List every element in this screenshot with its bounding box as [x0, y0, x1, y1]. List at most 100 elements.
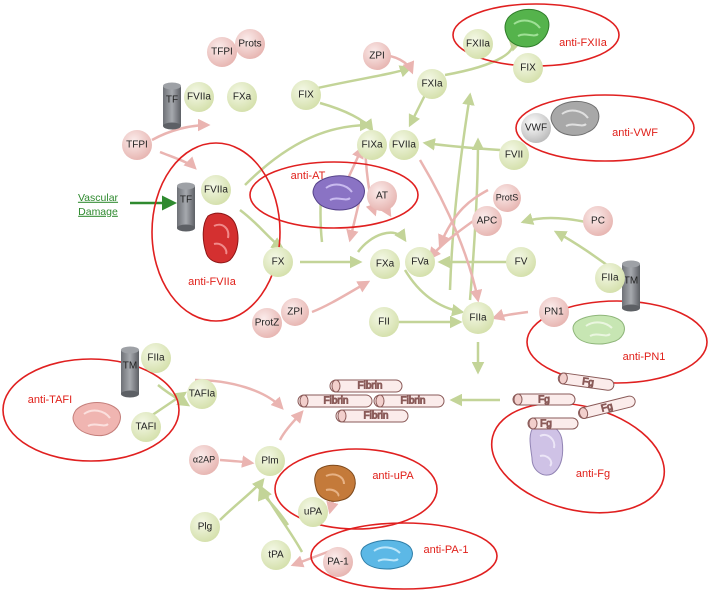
node-fxiia: FXIIa — [463, 29, 493, 59]
protein-structure-purple-icon — [312, 175, 365, 211]
node-tafi-label: TAFI — [136, 422, 157, 433]
node-fx-label: FX — [272, 257, 285, 268]
node-zpi-top-label: ZPI — [369, 51, 385, 62]
node-fvii: FVII — [499, 140, 529, 170]
fibrin-label-4: Fibrin — [363, 411, 388, 422]
node-zpi-bottom-label: ZPI — [287, 307, 303, 318]
node-apc-label: APC — [477, 216, 498, 227]
node-tm-right-label: TM — [624, 276, 638, 287]
node-tf-mid-label: TF — [180, 195, 192, 206]
node-plg: Plg — [190, 512, 220, 542]
activation-arrows — [144, 38, 626, 553]
node-fix-left: FIX — [291, 80, 321, 110]
protein-structure-icons — [72, 9, 625, 570]
node-fiia-left-label: FIIa — [147, 353, 165, 364]
node-tafia-label: TAFIa — [189, 389, 216, 400]
node-fxa-top: FXa — [227, 82, 257, 112]
node-fii: FII — [369, 307, 399, 337]
node-fxa-top-label: FXa — [233, 92, 252, 103]
node-plg-label: Plg — [198, 522, 212, 533]
tm-receptor-left: TM — [121, 346, 139, 398]
node-zpi-bottom: ZPI — [281, 298, 309, 326]
node-fix-right-label: FIX — [520, 63, 536, 74]
fibrin-label-1: Fibrin — [357, 381, 382, 392]
node-fix-left-label: FIX — [298, 90, 314, 101]
node-fxiia-label: FXIIa — [466, 39, 490, 50]
factor-nodes: TFPI Prots FVIIa FXa TFPI FVIIa ZPI FXIa… — [122, 29, 625, 577]
node-pc-label: PC — [591, 216, 605, 227]
node-fiia-center-label: FIIa — [469, 313, 487, 324]
node-fvii-label: FVII — [505, 150, 523, 161]
node-apc: APC — [472, 206, 502, 236]
node-vwf: VWF — [521, 113, 551, 143]
node-at-label: AT — [376, 191, 388, 202]
ring-anti-pn1 — [526, 300, 708, 384]
antibody-labels: anti-FXIIa anti-VWF anti-AT anti-FVIIa a… — [28, 37, 666, 556]
ring-anti-pa1 — [310, 522, 498, 590]
anti-vwf-label: anti-VWF — [612, 127, 658, 139]
node-fviia-top-label: FVIIa — [187, 92, 211, 103]
membrane-receptors: TF TF TM TM — [121, 82, 640, 398]
node-fixa: FIXa — [357, 130, 387, 160]
protein-structure-gray-icon — [550, 101, 600, 136]
protein-structure-red-icon — [202, 212, 239, 264]
protein-structure-pink-icon — [72, 402, 121, 437]
anti-pn1-label: anti-PN1 — [623, 351, 666, 363]
node-tfpi-left: TFPI — [122, 130, 152, 160]
node-tpa-label: tPA — [268, 550, 284, 561]
node-tf-top-label: TF — [166, 95, 178, 106]
protein-structure-brown-icon — [314, 464, 356, 502]
node-tfpi-top-label: TFPI — [211, 47, 233, 58]
node-pa1-label: PA-1 — [327, 557, 349, 568]
node-fxa-label: FXa — [376, 259, 395, 270]
node-fii-label: FII — [378, 317, 390, 328]
fibrin-rod-4: Fibrin — [335, 409, 409, 423]
node-prots-top: Prots — [235, 29, 265, 59]
node-fviia-top: FVIIa — [184, 82, 214, 112]
anti-fxiia-label: anti-FXIIa — [559, 37, 608, 49]
fibrinogen-rod-1: Fg — [557, 372, 615, 391]
node-pn1: PN1 — [539, 297, 569, 327]
node-prots-top-label: Prots — [238, 39, 261, 50]
node-pc: PC — [583, 206, 613, 236]
node-fiia-left: FIIa — [141, 343, 171, 373]
node-fiia-right-label: FIIa — [601, 273, 619, 284]
node-tafia: TAFIa — [187, 379, 217, 409]
node-a2ap-label: α2AP — [193, 454, 215, 464]
fibrinogen-rods: Fg Fg Fg Fg — [512, 372, 636, 430]
node-fva-label: FVa — [411, 257, 429, 268]
antibody-rings — [2, 3, 708, 590]
vascular-damage-label-line2: Damage — [78, 206, 118, 218]
protein-structure-green-icon — [504, 9, 550, 48]
tm-receptor-right: TM — [622, 260, 640, 312]
fibrin-rod-2: Fibrin — [297, 394, 373, 408]
anti-upa-label: anti-uPA — [372, 470, 414, 482]
node-fx: FX — [263, 247, 293, 277]
vascular-damage-label-line1: Vascular — [78, 192, 119, 204]
ring-anti-vwf — [515, 94, 695, 162]
fibrin-rod-3: Fibrin — [373, 394, 445, 408]
node-plm: Plm — [255, 446, 285, 476]
node-prots-label: ProtS — [496, 192, 519, 202]
ring-anti-fviia — [151, 142, 281, 322]
node-fxa: FXa — [370, 249, 400, 279]
node-fviia-mid: FVIIa — [201, 175, 231, 205]
anti-tafi-label: anti-TAFI — [28, 394, 72, 406]
node-fv: FV — [506, 247, 536, 277]
node-fxia-label: FXIa — [421, 79, 443, 90]
node-upa: uPA — [298, 497, 328, 527]
node-at: AT — [367, 181, 397, 211]
vascular-damage: Vascular Damage — [78, 192, 177, 218]
fibrinogen-rod-2: Fg — [512, 393, 576, 406]
anti-at-label: anti-AT — [291, 170, 326, 182]
node-fixa-label: FIXa — [361, 140, 383, 151]
node-pn1-label: PN1 — [544, 307, 564, 318]
fibrin-label-3: Fibrin — [400, 396, 425, 407]
anti-pa1-label: anti-PA-1 — [423, 544, 468, 556]
node-protz-label: ProtZ — [255, 318, 279, 329]
fibrinogen-rod-4: Fg — [527, 417, 579, 430]
node-fviia-mid-label: FVIIa — [204, 185, 228, 196]
ring-anti-at — [249, 161, 419, 229]
node-fviia-center-label: FVIIa — [392, 140, 416, 151]
fg-label-1: Fg — [581, 376, 594, 389]
